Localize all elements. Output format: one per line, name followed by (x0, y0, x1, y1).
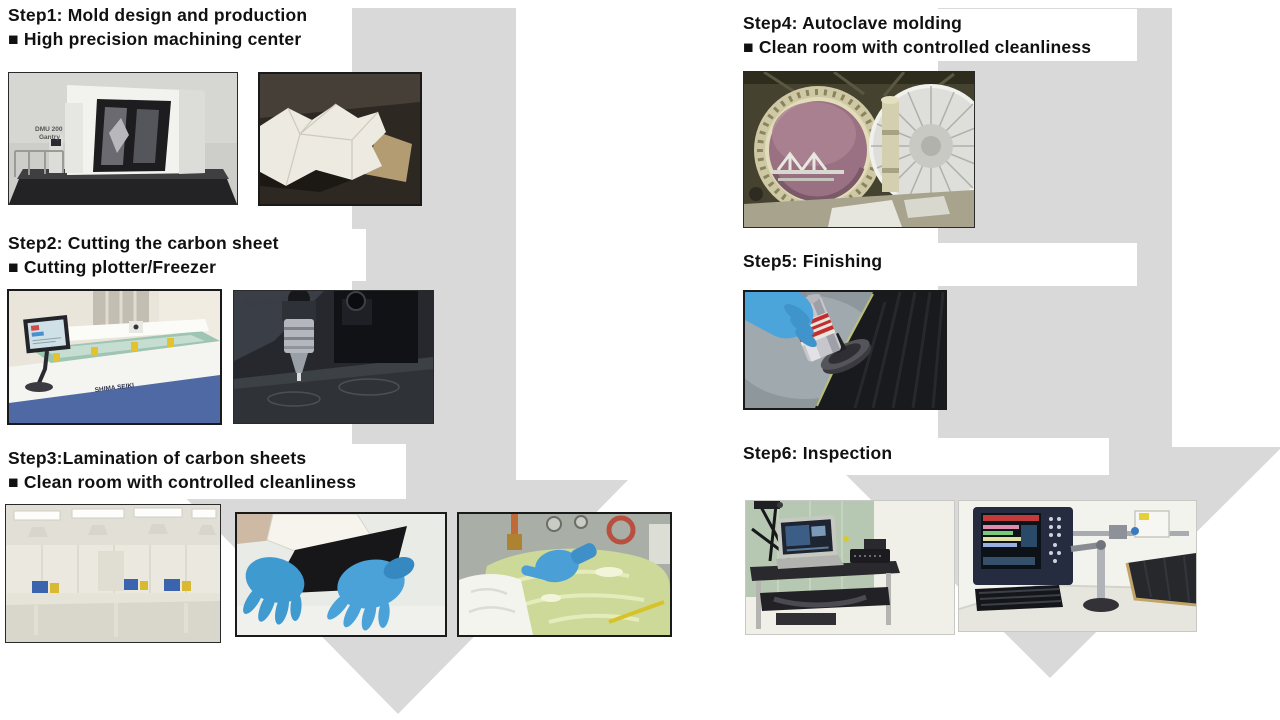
machine-model-text-2: Gantry (39, 134, 60, 141)
step2-subtitle: ■ Cutting plotter/Freezer (8, 257, 217, 277)
tripod (751, 501, 792, 562)
laptop (776, 515, 838, 559)
plotter-monitor (23, 315, 71, 354)
step1-photo-mold-closeup (258, 72, 422, 206)
step2-photo-cutting-plotter: SHIMA SEIKI (7, 289, 222, 425)
step5-photo-polishing (743, 290, 947, 410)
step3-title: Step3:Lamination of carbon sheets (8, 448, 307, 468)
step3-photo-clean-room (5, 504, 221, 643)
step6-title: Step6: Inspection (743, 443, 893, 463)
step4-label: Step4: Autoclave molding ■ Clean room wi… (738, 9, 1137, 61)
machine-model-text-1: DMU 200 (35, 126, 63, 133)
step5-title: Step5: Finishing (743, 251, 883, 271)
step5-label: Step5: Finishing (738, 243, 1137, 286)
step3-photo-lamination-gloves (235, 512, 447, 637)
step1-title: Step1: Mold design and production (8, 5, 308, 25)
step3-subtitle: ■ Clean room with controlled cleanliness (8, 472, 357, 492)
step1-photo-machining-center: DMU 200 Gantry (8, 72, 238, 205)
polishing-glove (745, 292, 817, 348)
step3-label: Step3:Lamination of carbon sheets ■ Clea… (0, 444, 406, 499)
step6-photo-inspection-machine (958, 500, 1197, 632)
step4-title: Step4: Autoclave molding (743, 13, 963, 33)
clean-room-equipment (32, 579, 191, 593)
polishing-disc (820, 339, 872, 374)
pointing-glove (521, 543, 597, 583)
step1-label: Step1: Mold design and production ■ High… (0, 0, 344, 57)
step1-subtitle: ■ High precision machining center (8, 29, 302, 49)
step4-subtitle: ■ Clean room with controlled cleanliness (743, 37, 1092, 57)
plotter-brand-text: SHIMA SEIKI (94, 382, 134, 394)
step4-photo-autoclave (743, 71, 975, 228)
step3-photo-vacuum-bagging (457, 512, 672, 637)
carbon-part (815, 292, 945, 408)
step2-photo-cutting-head (233, 290, 434, 424)
step2-title: Step2: Cutting the carbon sheet (8, 233, 279, 253)
right-glove (327, 556, 415, 631)
arm-post (1097, 543, 1105, 601)
step6-label: Step6: Inspection (738, 438, 1109, 475)
left-glove (243, 557, 305, 625)
inspection-device (973, 507, 1073, 611)
step2-label: Step2: Cutting the carbon sheet ■ Cuttin… (0, 229, 366, 281)
step6-photo-measurement-cart (745, 500, 955, 635)
